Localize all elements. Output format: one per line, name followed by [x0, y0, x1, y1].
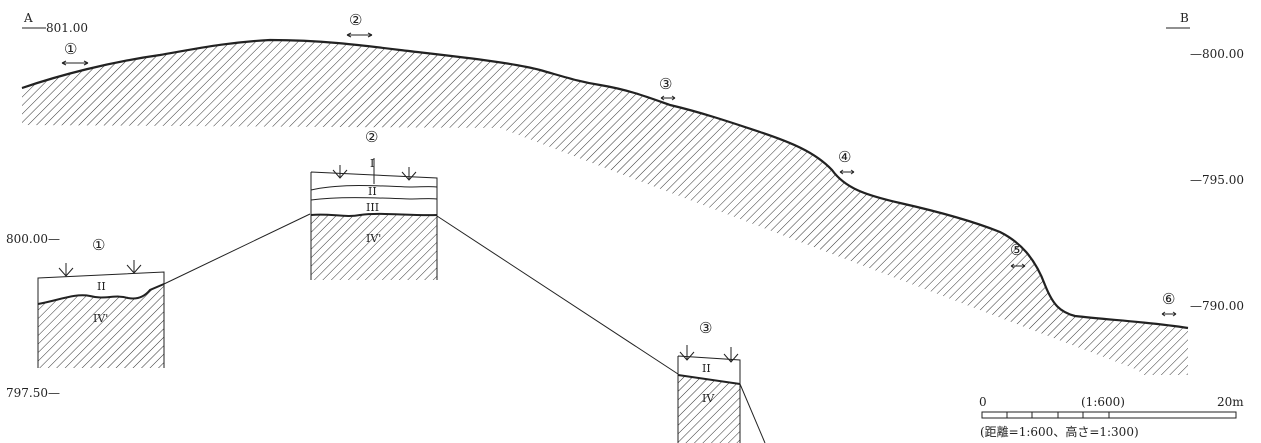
soil-column-1: ① II IV' [37, 236, 165, 368]
column-1-id: ① [92, 236, 105, 254]
section-start-label: A [23, 11, 33, 25]
marker-1-arrow [61, 60, 89, 66]
column-1-layer-II-label: II [97, 280, 106, 293]
scale-bar: 0 (1:600) 20m (距離=1:600、高さ=1:300) [979, 395, 1244, 439]
scale-end-label: 20m [1217, 395, 1244, 409]
column-3-id: ③ [699, 319, 712, 337]
elev-top-left-label: 801.00 [46, 21, 88, 35]
marker-5: ⑤ [1010, 241, 1023, 259]
column-3-layer-IV-label: IV [702, 392, 715, 405]
column-2-layer-II-label: II [368, 185, 377, 198]
marker-6-arrow [1161, 311, 1177, 317]
elev-left-797-5: 797.50— [6, 386, 60, 400]
marker-2-arrow [346, 32, 373, 38]
column-3-bedrock [678, 375, 740, 443]
column-1-bedrock [38, 284, 164, 368]
marker-1: ① [64, 40, 77, 58]
column-2-bedrock [311, 213, 437, 280]
elev-right-790: —790.00 [1190, 299, 1244, 313]
scale-note: (距離=1:600、高さ=1:300) [980, 424, 1139, 439]
scale-zero-label: 0 [979, 395, 987, 409]
elev-right-800: —800.00 [1190, 47, 1244, 61]
terrain-hatch-area [22, 40, 1188, 375]
ground-surface-line [21, 38, 1189, 330]
marker-3: ③ [659, 75, 672, 93]
elev-right-795: —795.00 [1190, 173, 1244, 187]
section-end-label: B [1180, 11, 1189, 25]
column-1-layer-IV-label: IV' [93, 312, 108, 325]
column-3-layer-II-label: II [702, 362, 711, 375]
marker-6: ⑥ [1162, 290, 1175, 308]
soil-column-3: ③ II IV [677, 319, 741, 443]
scale-ratio-label: (1:600) [1081, 395, 1125, 409]
column-connector-lines [163, 213, 766, 443]
column-2-layer-I-label: I [370, 157, 374, 170]
marker-2: ② [349, 11, 362, 29]
column-2-layer-III-label: III [366, 201, 379, 214]
soil-column-2: ② I II III IV' [310, 128, 438, 280]
marker-4-arrow [839, 169, 855, 175]
column-2-id: ② [365, 128, 378, 146]
elev-left-800: 800.00— [6, 232, 60, 246]
marker-5-arrow [1010, 263, 1026, 269]
column-2-layer-IV-label: IV' [366, 232, 381, 245]
marker-3-arrow [660, 95, 676, 101]
marker-4: ④ [838, 148, 851, 166]
